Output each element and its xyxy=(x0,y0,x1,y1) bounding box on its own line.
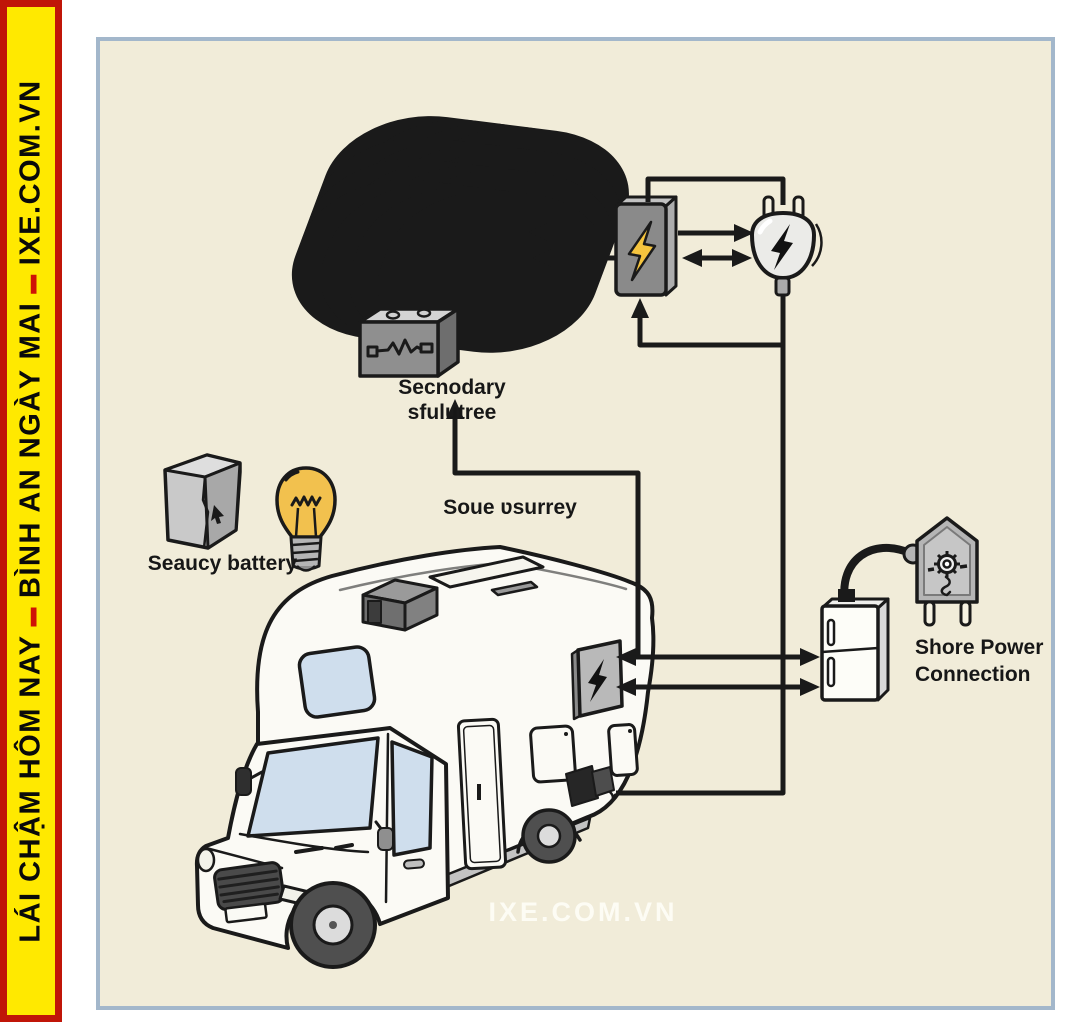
lightning-bolt-icon xyxy=(627,220,657,282)
rv-power-panel-icon xyxy=(570,639,624,721)
license-plate xyxy=(224,902,268,924)
secondary-battery-icon xyxy=(358,290,460,378)
side-hatch xyxy=(607,723,639,777)
banner-dash: ▬ xyxy=(20,606,42,627)
power-source-label: Soue ʋsurrey xyxy=(443,496,577,519)
cab-door-handle xyxy=(403,858,425,870)
side-banner-text: LÁI CHẬM HÔM NAY ▬ BÌNH AN NGÀY MAI ▬ IXE.CO… xyxy=(15,79,48,942)
banner-segment: IXE.COM.VN xyxy=(14,79,47,266)
headlight xyxy=(196,847,216,873)
squiggle xyxy=(940,575,952,597)
roof-solar-panel-icon xyxy=(428,555,545,597)
solar-panel-icon xyxy=(385,183,541,286)
side-banner-strip: LÁI CHẬM HÔM NAY ▬ BÌNH AN NGÀY MAI ▬ IXE.CO… xyxy=(7,7,55,1015)
power-cable xyxy=(840,543,914,605)
shore-pedestal-icon xyxy=(820,543,924,702)
side-hatch xyxy=(529,724,577,784)
banner-segment: BÌNH AN NGÀY MAI xyxy=(14,301,47,598)
side-door xyxy=(456,717,508,871)
charge-controller-icon xyxy=(614,195,678,297)
mirror-icon xyxy=(377,827,394,851)
leisure-battery-label: Seaucy battery xyxy=(147,552,298,575)
mirror-icon xyxy=(235,767,252,796)
side-banner: LÁI CHẬM HÔM NAY ▬ BÌNH AN NGÀY MAI ▬ IXE.CO… xyxy=(0,0,62,1022)
watermark: IXE.COM.VN xyxy=(488,897,678,927)
shore-plug-device-icon xyxy=(915,516,979,627)
rv-motorhome-icon xyxy=(194,545,656,969)
banner-dash: ▬ xyxy=(20,273,42,294)
lightning-bolt-icon xyxy=(588,659,607,702)
secondary-battery-label: Secnodary sfulutree xyxy=(398,376,506,425)
gear-icon xyxy=(934,551,960,577)
roof-ac-icon xyxy=(361,578,439,632)
connection-lines xyxy=(446,176,820,796)
cab-door-seam xyxy=(384,732,390,904)
rv-shore-inlet-icon xyxy=(565,765,617,807)
front-grille xyxy=(213,861,285,911)
shore-power-label-line1: Shore Power xyxy=(915,636,1044,659)
light-bulb-icon xyxy=(275,466,337,572)
shore-power-label: Shore Power Connection xyxy=(915,634,1075,688)
leisure-battery-block-icon xyxy=(163,453,242,550)
cursor-icon xyxy=(211,505,224,524)
banner-segment: LÁI CHẬM HÔM NAY xyxy=(14,634,47,943)
lightning-bolt-icon xyxy=(771,224,793,270)
ac-plug-icon xyxy=(750,195,823,297)
windshield xyxy=(246,736,380,838)
cab-door-window xyxy=(390,740,434,857)
shore-power-label-line2: Connection xyxy=(915,663,1031,686)
luton-window xyxy=(297,645,377,719)
